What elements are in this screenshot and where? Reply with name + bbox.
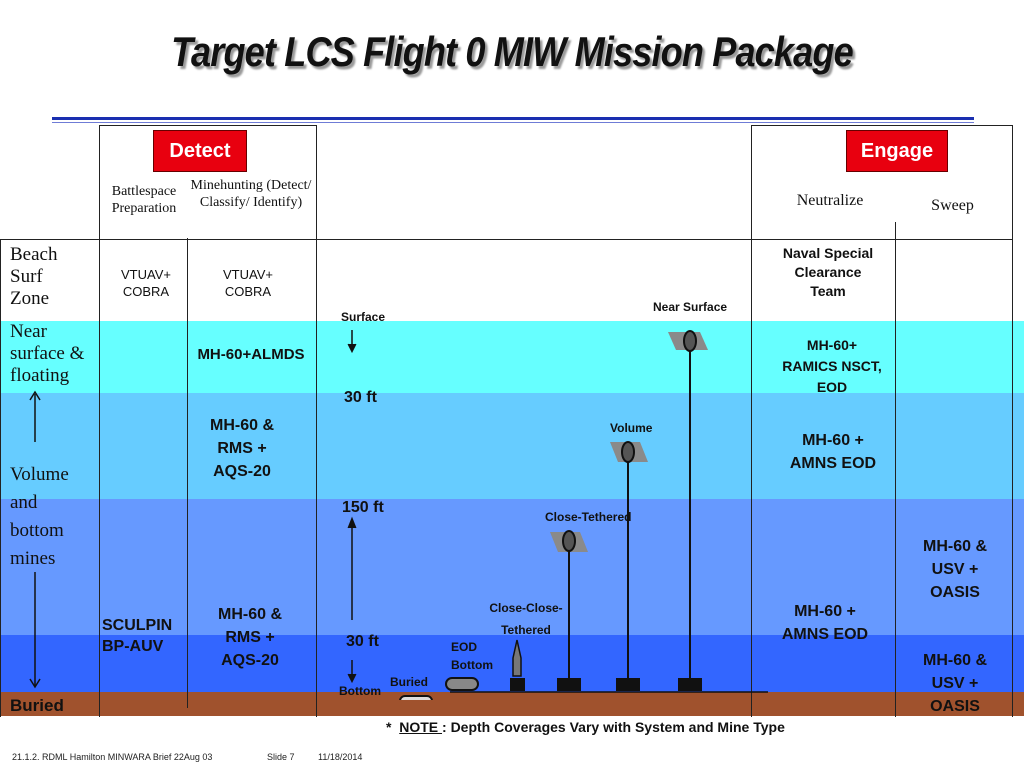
near-minehunting-system: MH-60+ALMDS xyxy=(197,346,305,363)
footer-brief: 21.1.2. RDML Hamilton MINWARA Brief 22Au… xyxy=(12,752,213,762)
close-tethered-mine-icon xyxy=(550,530,588,691)
zone-near-surface: Near surface & floating xyxy=(10,321,85,386)
note-star: * xyxy=(386,719,392,735)
band-buried xyxy=(0,692,1024,716)
engage-frame-top xyxy=(751,125,1013,126)
mine-diagram xyxy=(399,330,768,700)
zone-header-line xyxy=(0,239,1013,240)
near-surface-mine-label: Near Surface xyxy=(653,300,728,314)
volume-sweep-system: MH-60 & USV + OASIS xyxy=(922,538,987,601)
table-left-border xyxy=(0,239,1,717)
beach-battlespace-system: VTUAV+ COBRA xyxy=(121,267,171,299)
eod-bottom-mine-icon xyxy=(445,677,479,691)
bottom-neutralize-system: MH-60 + AMNS EOD xyxy=(781,603,869,643)
depth-30ft-bottom-label: 30 ft xyxy=(346,633,379,650)
band-near-surface xyxy=(0,321,1024,393)
battlespace-header: Battlespace Preparation xyxy=(111,184,177,216)
footer-date: 11/18/2014 xyxy=(318,752,363,762)
buried-mine-icon xyxy=(399,695,433,700)
volume-minehunting-system: MH-60 & RMS + AQS-20 xyxy=(209,417,274,480)
page-title: Target LCS Flight 0 MIW Mission Package xyxy=(171,28,853,75)
volume-mine-label: Volume xyxy=(610,421,653,435)
depth-30ft-label: 30 ft xyxy=(344,389,377,406)
engage-frame-left xyxy=(751,125,752,717)
detect-frame-right xyxy=(316,125,317,717)
depth-bottom-label: Bottom xyxy=(339,684,381,698)
volume-neutralize-system: MH-60 + AMNS EOD xyxy=(789,432,877,472)
bottom-minehunting-system: MH-60 & RMS + AQS-20 xyxy=(217,606,282,669)
band-volume-lower xyxy=(0,499,1024,635)
note-text: : Depth Coverages Vary with System and M… xyxy=(442,719,785,735)
note-label: NOTE xyxy=(399,719,443,735)
volume-mine-icon xyxy=(610,441,648,691)
close-close-tethered-mine-icon xyxy=(510,639,525,691)
buried-mine-label: Buried xyxy=(390,675,429,689)
footer-slide: Slide 7 xyxy=(267,752,295,762)
detect-column-divider xyxy=(187,238,188,708)
zone-buried: Buried xyxy=(10,696,64,715)
title-rule-thin xyxy=(52,122,974,123)
near-surface-mine-icon xyxy=(668,330,708,691)
zone-beach-surf: Beach Surf Zone xyxy=(10,244,58,309)
engage-frame-right xyxy=(1012,125,1013,717)
beach-neutralize-system: Naval Special Clearance Team xyxy=(782,245,874,299)
depth-note: * NOTE : Depth Coverages Vary with Syste… xyxy=(386,719,785,735)
detect-frame-left xyxy=(99,125,100,717)
zone-volume-bottom: Volume and bottom mines xyxy=(10,464,69,569)
minehunting-header: Minehunting (Detect/ Classify/ Identify) xyxy=(190,178,312,210)
detect-frame-top xyxy=(99,125,317,126)
zone-range-arrows xyxy=(29,390,41,689)
depth-scale-arrows xyxy=(347,330,357,684)
depth-surface-label: Surface xyxy=(341,310,386,324)
bottom-battlespace-system: SCULPIN BP-AUV xyxy=(102,617,173,655)
sweep-header: Sweep xyxy=(931,197,974,214)
neutralize-header: Neutralize xyxy=(796,192,864,209)
band-volume-upper xyxy=(0,393,1024,499)
title-rule xyxy=(52,117,974,120)
close-close-tethered-mine-label: Close-Close-Tethered xyxy=(489,601,563,637)
engage-column-divider xyxy=(895,222,896,717)
depth-150ft-label: 150 ft xyxy=(342,499,384,516)
engage-label: Engage xyxy=(846,130,948,172)
beach-minehunting-system: VTUAV+ COBRA xyxy=(223,267,273,299)
eod-bottom-mine-label: EOD Bottom xyxy=(451,640,493,672)
close-tethered-mine-label: Close-Tethered xyxy=(545,510,632,524)
detect-label: Detect xyxy=(153,130,247,172)
bottom-sweep-system: MH-60 & USV + OASIS xyxy=(922,652,987,715)
near-neutralize-system: MH-60+ RAMICS NSCT, EOD xyxy=(782,337,882,395)
